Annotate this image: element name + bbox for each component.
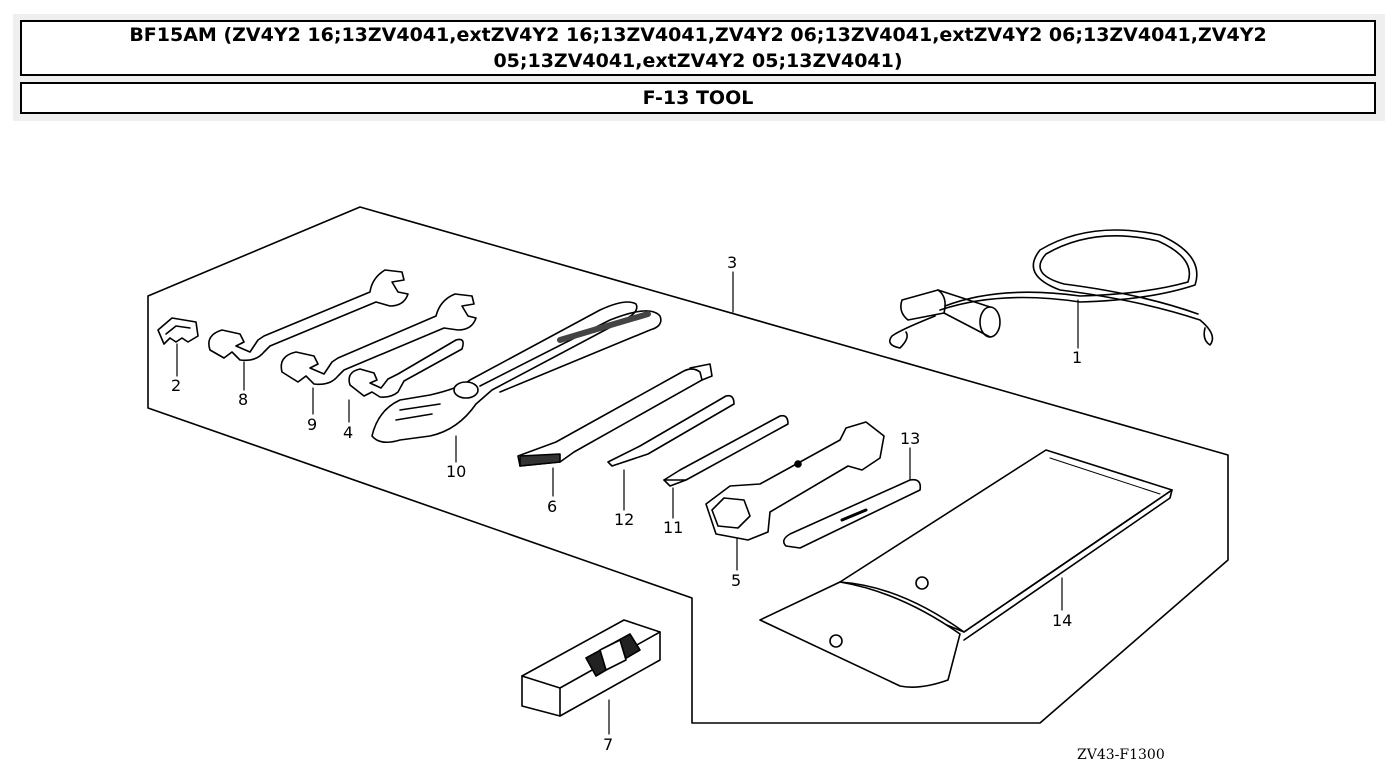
header-panel: BF15AM (ZV4Y2 16;13ZV4041,extZV4Y2 16;13… xyxy=(13,14,1385,121)
model-title: BF15AM (ZV4Y2 16;13ZV4041,extZV4Y2 16;13… xyxy=(129,24,1267,72)
drawing-code: ZV43-F1300 xyxy=(1077,747,1165,763)
callout-2: 2 xyxy=(171,376,181,395)
callout-3: 3 xyxy=(727,253,737,272)
lanyard-part[interactable] xyxy=(889,229,1214,349)
tool-kit-boundary xyxy=(147,206,1229,724)
callout-14: 14 xyxy=(1052,611,1072,630)
pliers-part[interactable] xyxy=(371,301,662,444)
section-title: F-13 TOOL xyxy=(642,87,754,109)
callout-12: 12 xyxy=(614,510,634,529)
screwdriver-6-part[interactable] xyxy=(517,363,713,467)
rod-11-part[interactable] xyxy=(663,414,789,487)
socket-wrench-part[interactable] xyxy=(705,421,885,541)
model-title-box: BF15AM (ZV4Y2 16;13ZV4041,extZV4Y2 16;13… xyxy=(20,20,1376,76)
tool-case-part[interactable] xyxy=(759,449,1173,688)
callout-labels: 1 2 3 4 5 6 7 8 9 10 11 12 13 14 ZV43-F1… xyxy=(171,253,1165,763)
tube-box-part[interactable] xyxy=(521,619,661,717)
leader-lines xyxy=(176,271,1079,735)
callout-4: 4 xyxy=(343,423,353,442)
callout-1: 1 xyxy=(1072,348,1082,367)
wrench-4-part[interactable] xyxy=(348,338,464,398)
callout-5: 5 xyxy=(731,571,741,590)
callout-11: 11 xyxy=(663,518,683,537)
callout-13: 13 xyxy=(900,429,920,448)
clip-part[interactable] xyxy=(157,317,199,345)
wrench-9-part[interactable] xyxy=(280,293,477,386)
callout-7: 7 xyxy=(603,735,613,754)
callout-6: 6 xyxy=(547,497,557,516)
section-title-box: F-13 TOOL xyxy=(20,82,1376,114)
callout-10: 10 xyxy=(446,462,466,481)
callout-8: 8 xyxy=(238,390,248,409)
callout-9: 9 xyxy=(307,415,317,434)
wrench-8-part[interactable] xyxy=(208,269,409,362)
screwdriver-12-part[interactable] xyxy=(607,394,735,467)
